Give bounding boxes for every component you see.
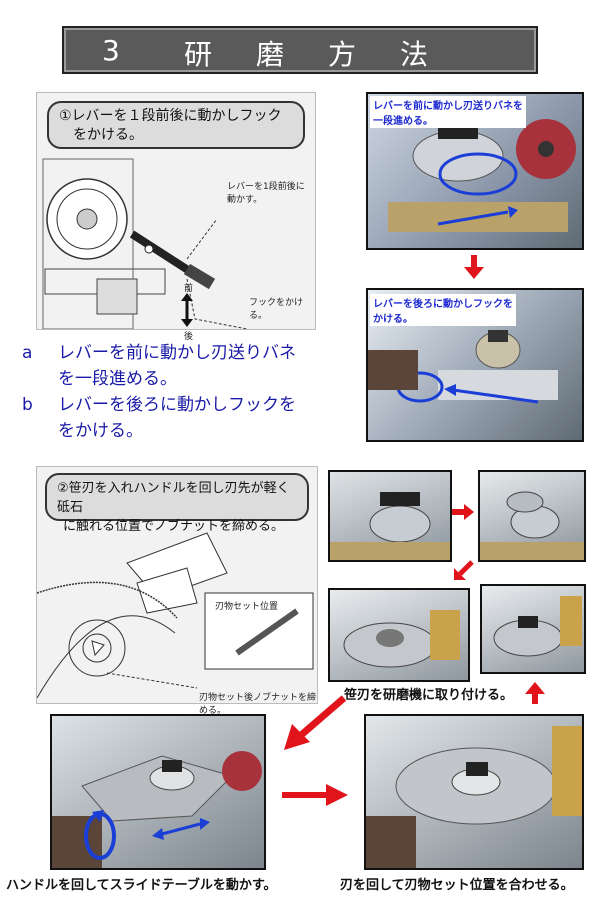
step1-line-drawing	[42, 158, 248, 329]
step2-diagram-panel: ②笹刃を入れハンドルを回し刃先が軽く砥石 に触れる位置でノブナットを締める。 刃…	[36, 466, 318, 716]
caption-rotate: 刃を回して刃物セット位置を合わせる。	[340, 878, 574, 893]
front-label: 前	[184, 284, 194, 294]
caption-a-line2: を一段進める。	[58, 369, 177, 389]
front-back-arrow	[181, 293, 193, 327]
photo1-label-line1: レバーを前に動かし刃送りバネを	[373, 101, 523, 112]
nut-label: 刃物セット後ノブナットを締める。	[199, 693, 317, 716]
back-label: 後	[184, 332, 194, 342]
step2-instruction-bubble: ②笹刃を入れハンドルを回し刃先が軽く砥石 に触れる位置でノブナットを締める。	[45, 473, 309, 534]
photo2-label-line2: かける。	[373, 314, 413, 325]
caption-a-letter: a	[22, 343, 33, 363]
down-arrow-1	[464, 255, 484, 279]
step1-instruction-bubble: ①レバーを１段前後に動かしフック をかける。	[47, 101, 305, 149]
photo1-label-line2: 一段進める。	[373, 116, 433, 127]
diag-arrow-1	[454, 560, 474, 580]
attach-caption: 笹刃を研磨機に取り付ける。	[344, 688, 514, 703]
inset-label: 刃物セット位置	[215, 602, 279, 612]
right-arrow-large	[282, 784, 348, 806]
caption-b-line2: をかける。	[58, 421, 143, 441]
lever-label-line2: 動かす。	[227, 195, 263, 205]
lever-label-line1: レバーを1段前後に	[227, 182, 305, 192]
caption-handle: ハンドルを回してスライドテーブルを動かす。	[6, 878, 277, 893]
caption-a: a レバーを前に動かし刃送りバネ を一段進める。	[22, 340, 362, 392]
section-title-bar: 3 研磨方法	[62, 26, 538, 74]
caption-a-line1: レバーを前に動かし刃送りバネ	[58, 343, 296, 363]
step2-photo-rotate	[364, 714, 584, 870]
step2-photo-4	[480, 584, 586, 674]
section-number: 3	[102, 34, 122, 67]
caption-b-line1: レバーを後ろに動かしフックを	[58, 395, 296, 415]
lever-label: レバーを1段前後に 動かす。	[227, 179, 305, 205]
step2-instruction-line1: ②笹刃を入れハンドルを回し刃先が軽く砥石	[57, 481, 290, 515]
step2-instruction-line2: に触れる位置でノブナットを締める。	[63, 519, 285, 534]
up-arrow-1	[525, 682, 545, 704]
step2-photo-handle	[50, 714, 266, 870]
step1-photo-lever-forward: レバーを前に動かし刃送りバネを 一段進める。	[366, 92, 584, 250]
photo2-label-line1: レバーを後ろに動かしフックを	[373, 299, 513, 310]
step2-photo-3	[328, 588, 470, 682]
right-arrow-1	[452, 504, 474, 520]
step1-instruction-line1: ①レバーを１段前後に動かしフック	[59, 108, 282, 124]
step1-photo-lever-back: レバーを後ろに動かしフックを かける。	[366, 288, 584, 442]
step1-diagram-panel: ①レバーを１段前後に動かしフック をかける。 レバーを1段前後に 動かす。 前 …	[36, 92, 316, 342]
step1-instruction-line2: をかける。	[73, 127, 143, 143]
section-title: 研磨方法	[184, 38, 473, 71]
step2-photo-1	[328, 470, 452, 562]
caption-b: b レバーを後ろに動かしフックを をかける。	[22, 392, 362, 444]
caption-b-letter: b	[22, 395, 33, 415]
step1-captions: a レバーを前に動かし刃送りバネ を一段進める。 b レバーを後ろに動かしフック…	[22, 340, 362, 444]
step2-photo-2	[478, 470, 586, 562]
step2-line-drawing	[37, 532, 314, 699]
diag-arrow-large	[284, 695, 347, 750]
hook-label: フックをかける。	[249, 298, 304, 321]
